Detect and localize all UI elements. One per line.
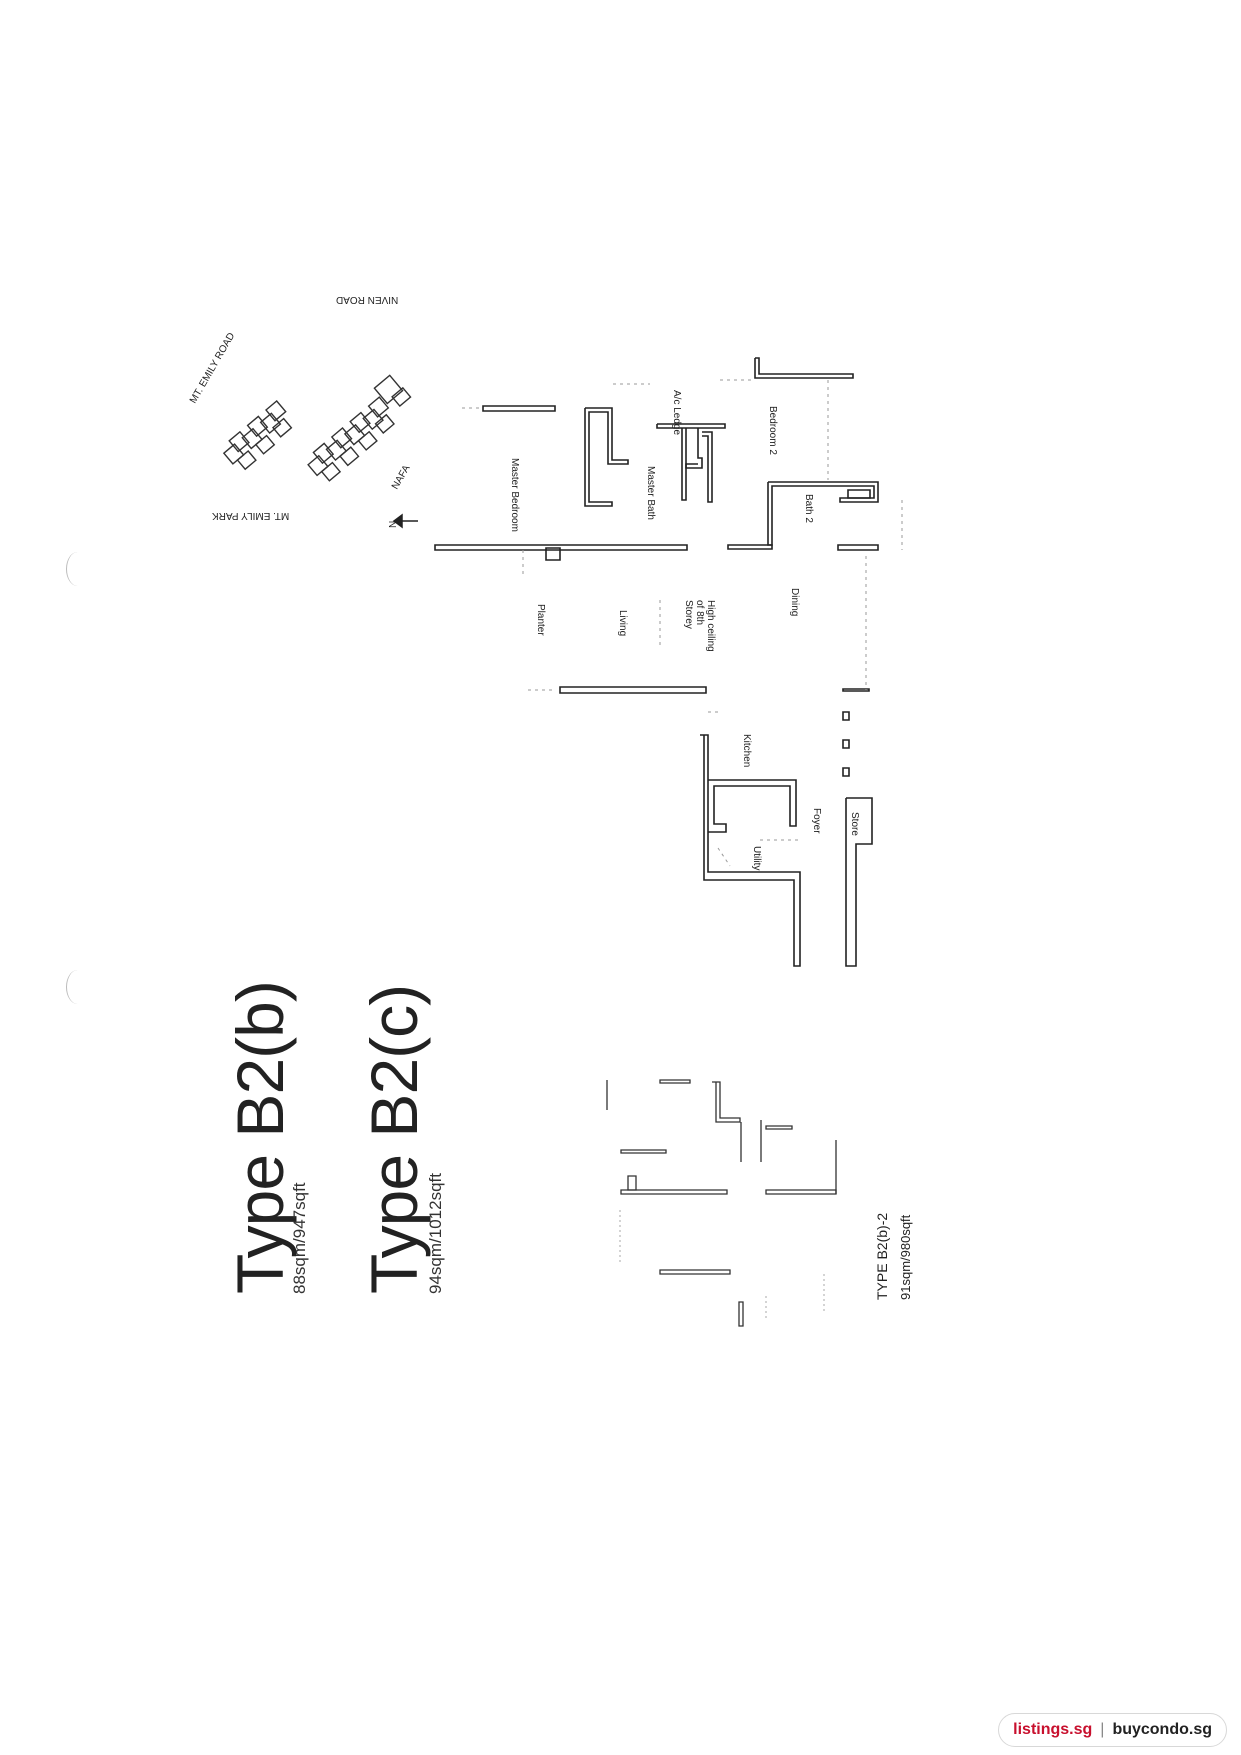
room-label-bedroom-2: Bedroom 2 [767,406,778,455]
room-label-master-bedroom: Master Bedroom [509,458,520,532]
inset-floor-plan-walls [607,1080,836,1326]
north-arrow-icon [392,513,418,529]
room-label-dining: Dining [789,588,800,617]
room-label-living: Living [617,610,628,637]
room-label-ac-ledge: A/c Ledge [671,390,682,436]
punch-hole-mark [66,970,89,1004]
room-label-master-bath: Master Bath [645,466,656,520]
brand-buycondo: buycondo.sg [1112,1721,1212,1738]
room-label-kitchen: Kitchen [741,734,752,768]
room-label-bath-2: Bath 2 [803,494,814,523]
brand-separator: | [1100,1721,1105,1738]
room-label-foyer: Foyer [811,808,822,834]
inset-area: 91sqm/980sqft [898,1214,913,1300]
inset-title: TYPE B2(b)-2 [874,1212,890,1300]
brand-listings: listings.sg [1013,1721,1093,1738]
room-label-high-ceiling: High ceiling of 8th Storey [683,600,716,652]
room-label-utility: Utility [751,846,762,871]
room-label-planter: Planter [535,604,546,636]
punch-hole-mark [66,552,89,586]
site-building-blocks [220,374,418,485]
footer-brand-badge: listings.sg | buycondo.sg [998,1713,1227,1747]
floor-plan-dashed-lines [462,380,902,866]
room-label-store: Store [849,812,860,836]
floor-plan-walls [435,358,878,966]
inset-floor-plan-dashed [620,1210,824,1320]
